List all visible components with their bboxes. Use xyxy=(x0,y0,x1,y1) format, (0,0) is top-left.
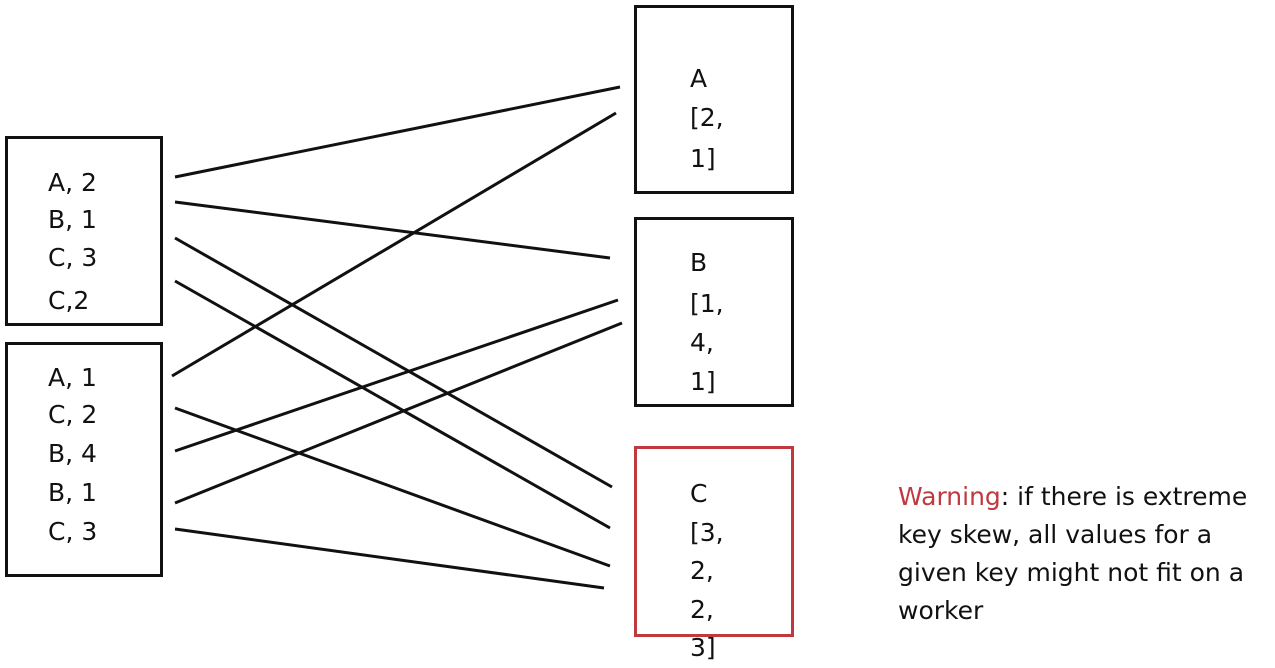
output-group-a-value: 1] xyxy=(690,144,716,173)
warning-text: : if there is extreme key skew, all valu… xyxy=(898,482,1248,625)
connection-line xyxy=(174,200,611,260)
connection-line xyxy=(174,406,611,568)
output-group-c-value: 2, xyxy=(690,556,714,585)
output-group-c-box xyxy=(634,446,794,637)
connection-line xyxy=(174,236,613,489)
connection-line xyxy=(174,527,605,590)
connection-line xyxy=(174,279,611,530)
input-partition-2-entry: B, 4 xyxy=(48,439,97,468)
input-partition-1-entry: C,2 xyxy=(48,286,90,315)
warning-label: Warning xyxy=(898,482,1001,511)
output-group-b-value: 1] xyxy=(690,367,716,396)
connection-line xyxy=(174,298,619,453)
key-skew-warning: Warning: if there is extreme key skew, a… xyxy=(898,478,1270,630)
input-partition-2-box xyxy=(5,342,163,577)
output-group-a-value: [2, xyxy=(690,103,724,132)
output-group-b-value: [1, xyxy=(690,289,724,318)
input-partition-1-entry: A, 2 xyxy=(48,168,97,197)
input-partition-2-entry: A, 1 xyxy=(48,363,97,392)
input-partition-1-entry: C, 3 xyxy=(48,243,98,272)
input-partition-2-entry: C, 2 xyxy=(48,400,98,429)
output-group-b-key: B xyxy=(690,248,708,277)
output-group-b-value: 4, xyxy=(690,328,714,357)
output-group-c-value: 3] xyxy=(690,633,716,662)
output-group-b-box xyxy=(634,217,794,407)
connection-line xyxy=(171,111,617,378)
output-group-c-value: [3, xyxy=(690,518,724,547)
input-partition-1-entry: B, 1 xyxy=(48,205,97,234)
output-group-a-box xyxy=(634,5,794,194)
output-group-c-key: C xyxy=(690,479,708,508)
connection-line xyxy=(174,85,621,179)
input-partition-2-entry: C, 3 xyxy=(48,517,98,546)
output-group-a-key: A xyxy=(690,64,708,93)
input-partition-1-box xyxy=(5,136,163,326)
connection-line xyxy=(174,321,623,505)
output-group-c-value: 2, xyxy=(690,595,714,624)
input-partition-2-entry: B, 1 xyxy=(48,478,97,507)
